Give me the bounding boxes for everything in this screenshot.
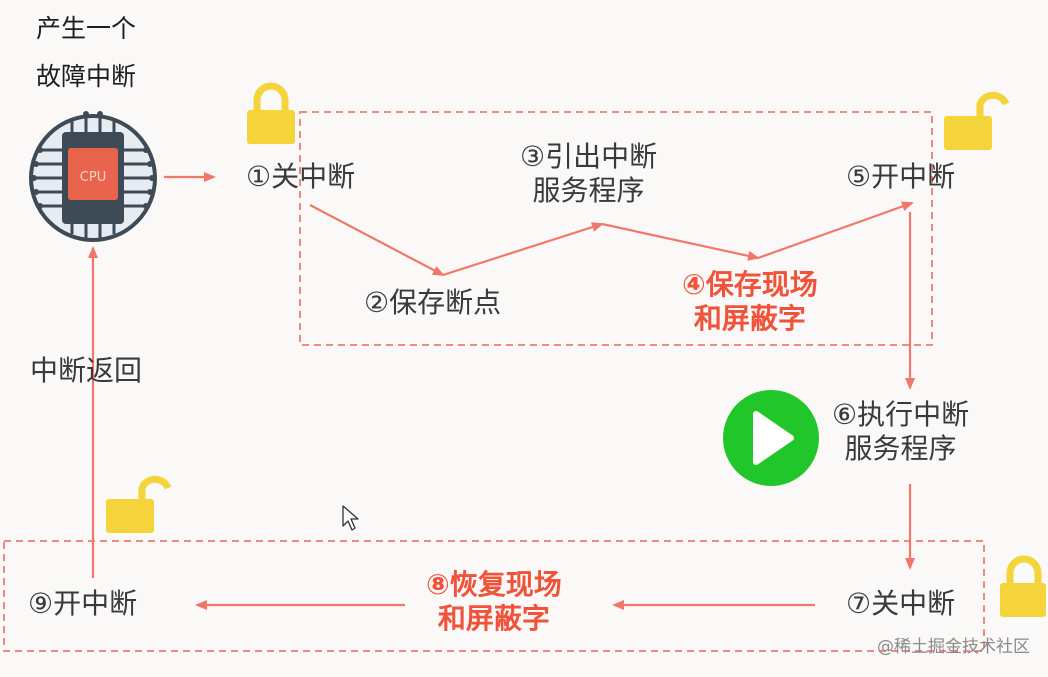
step-3-label: ③引出中断 服务程序 (520, 140, 658, 207)
step-5-label: ⑤开中断 (846, 160, 956, 193)
step-1-label: ①关中断 (246, 160, 356, 193)
step-7-label: ⑦关中断 (846, 587, 956, 620)
start-label-line2: 故障中断 (36, 62, 137, 91)
lower-dashed-box (3, 540, 985, 652)
step-2-label: ②保存断点 (364, 286, 502, 319)
arrow-step4-to-step5 (757, 201, 914, 260)
step-6-label: ⑥执行中断 服务程序 (832, 398, 970, 465)
lock-open-icon (944, 91, 1010, 150)
play-icon (723, 390, 819, 486)
lock-closed-icon (247, 82, 295, 144)
arrow-step2-to-step3 (442, 222, 604, 277)
return-label: 中断返回 (30, 354, 143, 387)
lock-open-icon (106, 475, 172, 533)
flow-arrows (88, 172, 915, 610)
start-label: 产生一个 (36, 14, 137, 43)
arrow-step1-to-step2 (309, 204, 445, 276)
step-9-label: ⑨开中断 (28, 587, 138, 620)
arrow-step3-to-step4 (601, 222, 760, 261)
mouse-cursor-icon (342, 505, 359, 531)
watermark: @稀土掘金技术社区 (877, 637, 1030, 657)
step-8-label: ⑧恢复现场 和屏蔽字 (426, 568, 562, 635)
cpu-label: CPU (80, 170, 106, 185)
cpu-chip-icon: CPU (29, 111, 157, 242)
lock-closed-icon (1000, 555, 1046, 617)
step-4-label: ④保存现场 和屏蔽字 (682, 268, 818, 335)
upper-dashed-box (299, 111, 933, 346)
